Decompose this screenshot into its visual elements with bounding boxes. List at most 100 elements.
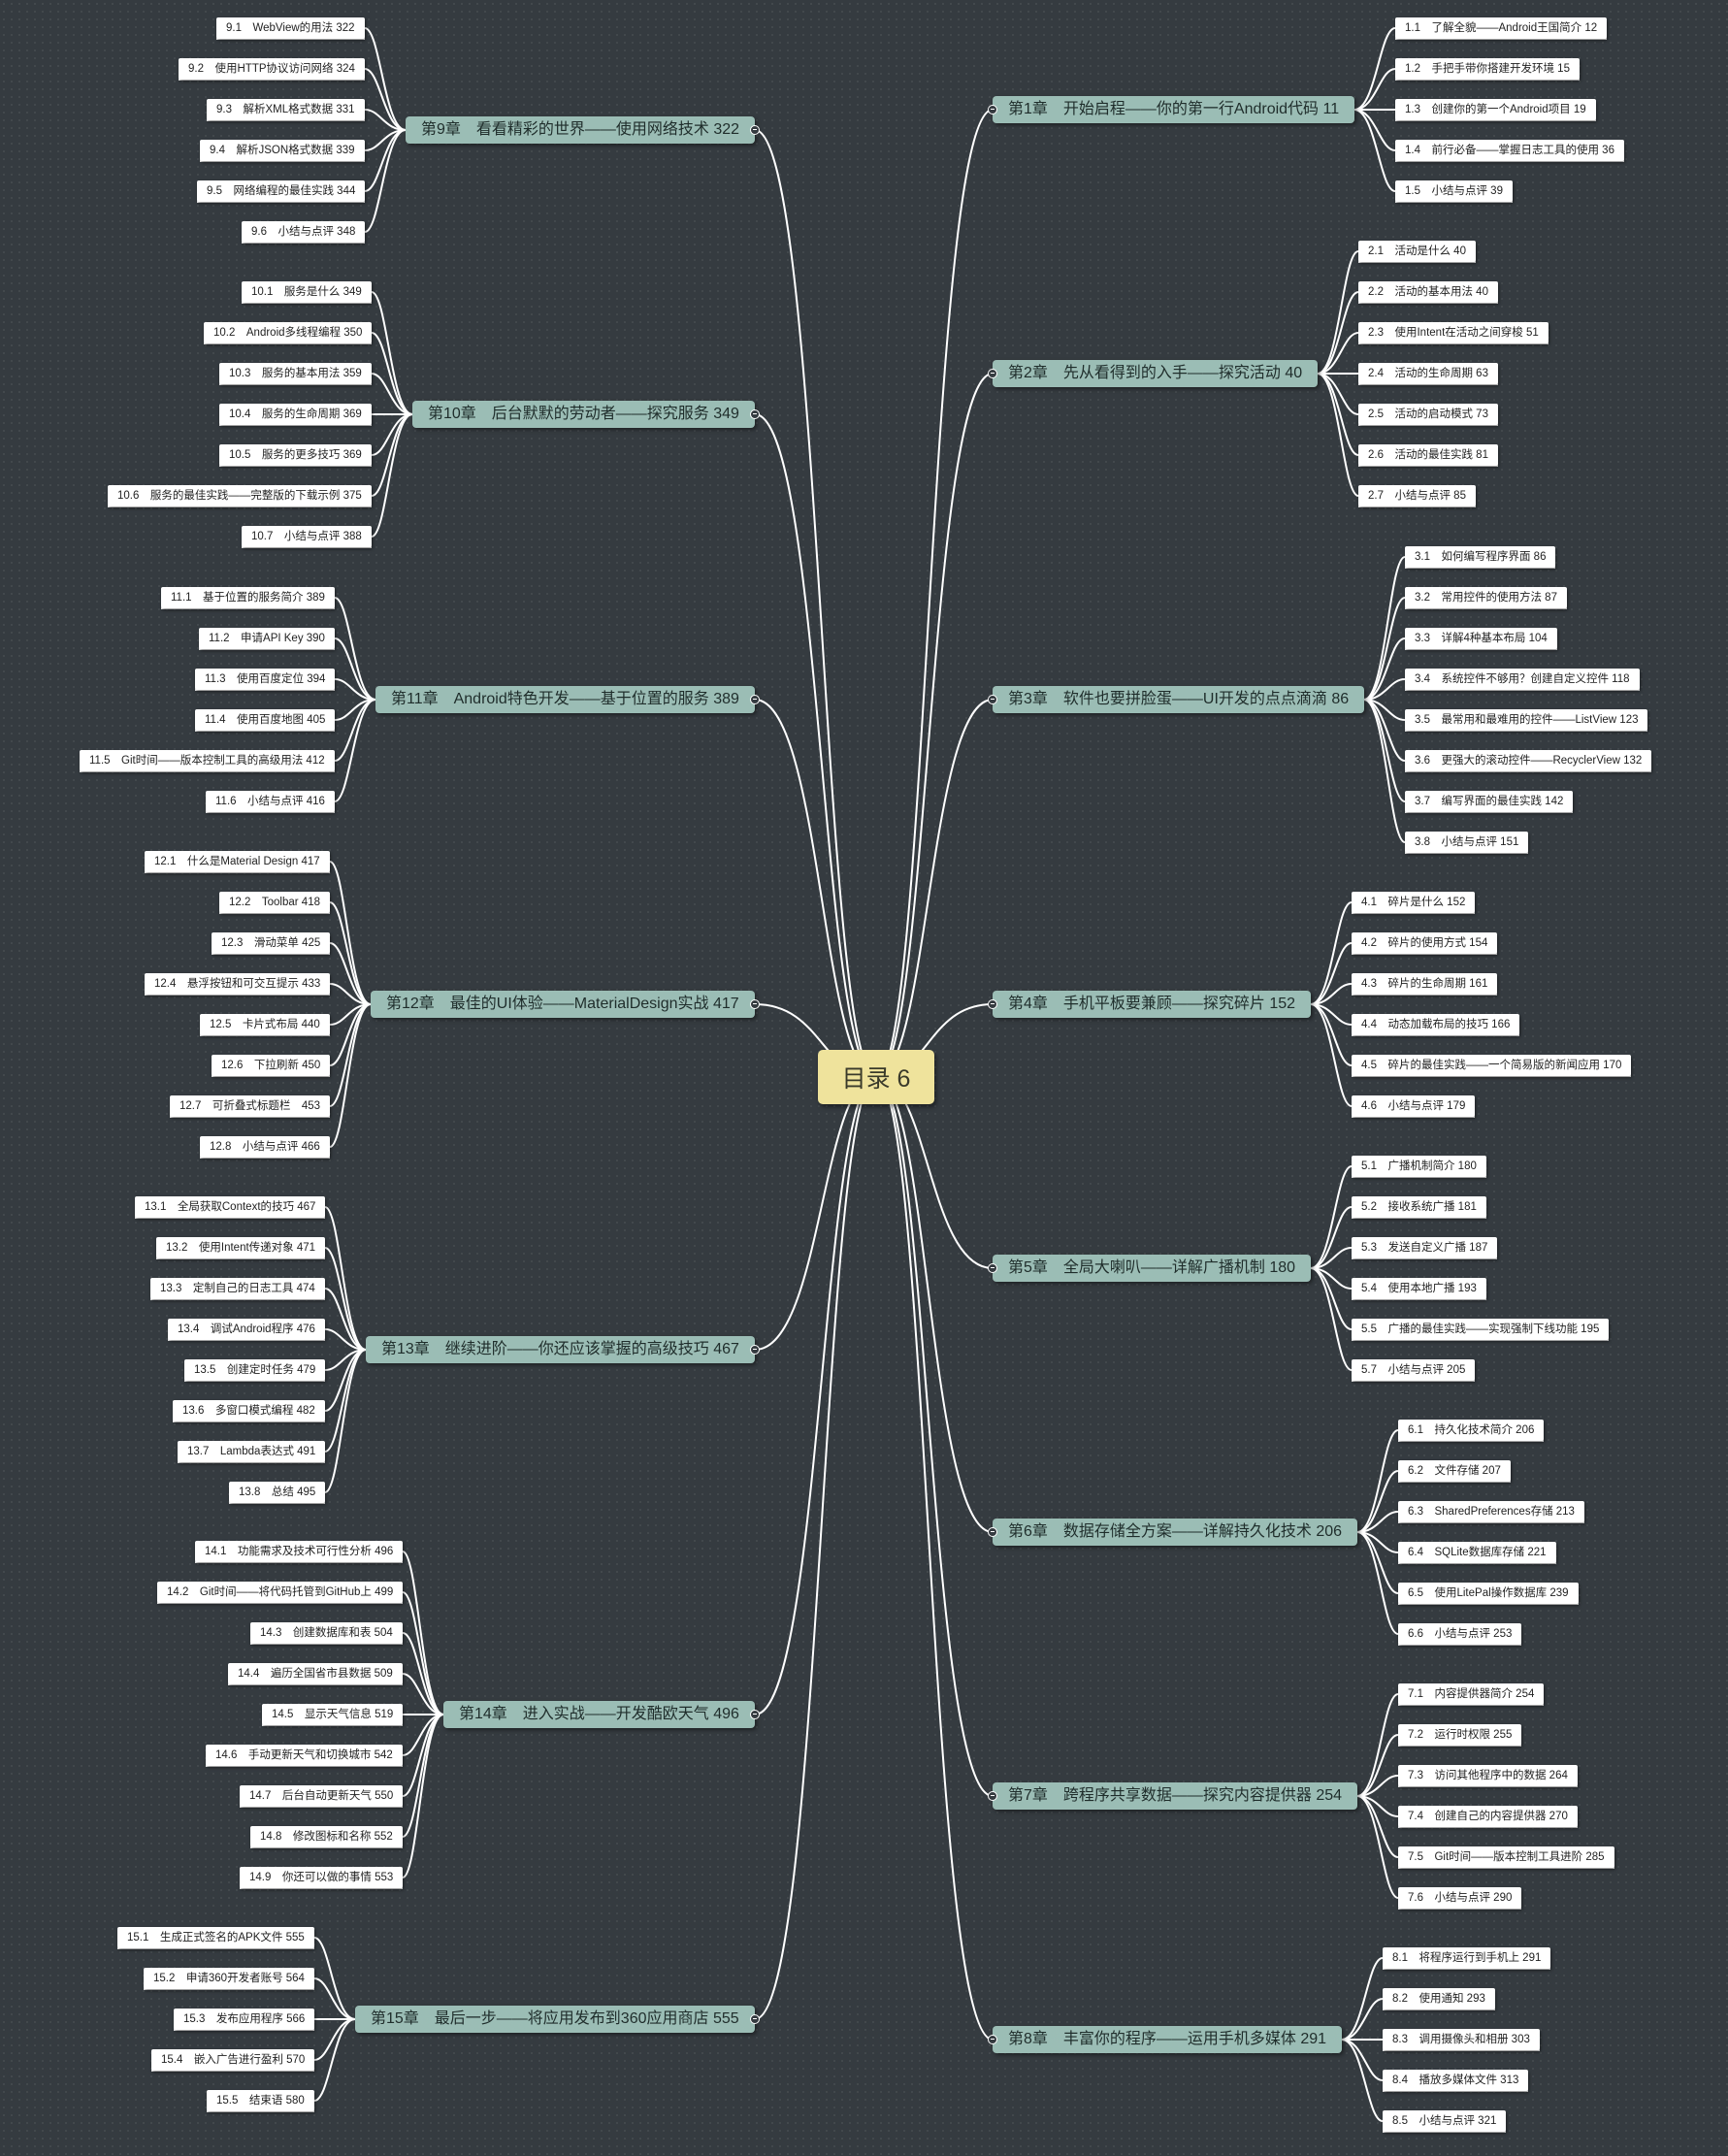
- topic-item[interactable]: 6.4 SQLite数据库存储 221: [1398, 1542, 1556, 1563]
- collapse-toggle-icon[interactable]: [750, 999, 760, 1009]
- topic-item[interactable]: 4.4 动态加载布局的技巧 166: [1352, 1014, 1520, 1035]
- topic-item[interactable]: 11.3 使用百度定位 394: [195, 669, 336, 690]
- topic-item[interactable]: 5.4 使用本地广播 193: [1352, 1278, 1486, 1299]
- topic-item[interactable]: 13.5 创建定时任务 479: [184, 1359, 326, 1381]
- topic-item[interactable]: 12.8 小结与点评 466: [200, 1136, 330, 1158]
- chapter-left-4[interactable]: 第12章 最佳的UI体验——MaterialDesign实战 417: [371, 991, 755, 1018]
- topic-item[interactable]: 9.3 解析XML格式数据 331: [207, 99, 365, 120]
- chapter-right-7[interactable]: 第7章 跨程序共享数据——探究内容提供器 254: [993, 1782, 1358, 1810]
- topic-item[interactable]: 8.1 将程序运行到手机上 291: [1383, 1947, 1551, 1969]
- topic-item[interactable]: 13.1 全局获取Context的技巧 467: [135, 1196, 326, 1218]
- topic-item[interactable]: 15.1 生成正式签名的APK文件 555: [117, 1927, 314, 1948]
- topic-item[interactable]: 3.2 常用控件的使用方法 87: [1405, 587, 1567, 608]
- topic-item[interactable]: 9.5 网络编程的最佳实践 344: [197, 180, 366, 202]
- topic-item[interactable]: 13.2 使用Intent传递对象 471: [156, 1237, 326, 1258]
- collapse-toggle-icon[interactable]: [750, 409, 760, 419]
- topic-item[interactable]: 12.1 什么是Material Design 417: [145, 851, 330, 872]
- topic-item[interactable]: 4.5 碎片的最佳实践——一个简易版的新闻应用 170: [1352, 1055, 1632, 1076]
- collapse-toggle-icon[interactable]: [988, 695, 997, 704]
- collapse-toggle-icon[interactable]: [988, 999, 997, 1009]
- chapter-left-2[interactable]: 第10章 后台默默的劳动者——探究服务 349: [412, 401, 755, 428]
- topic-item[interactable]: 4.1 碎片是什么 152: [1352, 892, 1476, 913]
- topic-item[interactable]: 4.6 小结与点评 179: [1352, 1095, 1476, 1117]
- topic-item[interactable]: 13.8 总结 495: [229, 1482, 326, 1503]
- collapse-toggle-icon[interactable]: [750, 1710, 760, 1719]
- topic-item[interactable]: 14.1 功能需求及技术可行性分析 496: [195, 1541, 404, 1562]
- topic-item[interactable]: 10.6 服务的最佳实践——完整版的下载示例 375: [108, 485, 372, 506]
- chapter-right-4[interactable]: 第4章 手机平板要兼顾——探究碎片 152: [993, 991, 1312, 1018]
- topic-item[interactable]: 6.5 使用LitePal操作数据库 239: [1398, 1583, 1579, 1604]
- topic-item[interactable]: 13.4 调试Android程序 476: [168, 1319, 325, 1340]
- topic-item[interactable]: 10.7 小结与点评 388: [242, 526, 372, 547]
- topic-item[interactable]: 9.1 WebView的用法 322: [216, 17, 365, 39]
- topic-item[interactable]: 11.2 申请API Key 390: [199, 628, 335, 649]
- topic-item[interactable]: 15.3 发布应用程序 566: [174, 2009, 315, 2030]
- topic-item[interactable]: 1.5 小结与点评 39: [1395, 180, 1513, 202]
- chapter-left-6[interactable]: 第14章 进入实战——开发酷欧天气 496: [443, 1701, 755, 1728]
- collapse-toggle-icon[interactable]: [750, 695, 760, 704]
- topic-item[interactable]: 14.7 后台自动更新天气 550: [240, 1785, 404, 1807]
- topic-item[interactable]: 12.4 悬浮按钮和可交互提示 433: [145, 973, 331, 995]
- topic-item[interactable]: 3.4 系统控件不够用？创建自定义控件 118: [1405, 669, 1640, 690]
- topic-item[interactable]: 5.5 广播的最佳实践——实现强制下线功能 195: [1352, 1319, 1610, 1340]
- topic-item[interactable]: 6.2 文件存储 207: [1398, 1460, 1511, 1482]
- chapter-right-3[interactable]: 第3章 软件也要拼脸蛋——UI开发的点点滴滴 86: [993, 686, 1365, 713]
- topic-item[interactable]: 8.4 播放多媒体文件 313: [1383, 2070, 1529, 2091]
- topic-item[interactable]: 1.4 前行必备——掌握日志工具的使用 36: [1395, 140, 1624, 161]
- chapter-left-3[interactable]: 第11章 Android特色开发——基于位置的服务 389: [375, 686, 755, 713]
- topic-item[interactable]: 5.7 小结与点评 205: [1352, 1359, 1476, 1381]
- topic-item[interactable]: 9.6 小结与点评 348: [242, 221, 366, 243]
- collapse-toggle-icon[interactable]: [988, 105, 997, 114]
- topic-item[interactable]: 9.2 使用HTTP协议访问网络 324: [179, 58, 365, 80]
- topic-item[interactable]: 5.2 接收系统广播 181: [1352, 1196, 1486, 1218]
- topic-item[interactable]: 8.2 使用通知 293: [1383, 1988, 1495, 2009]
- topic-item[interactable]: 5.3 发送自定义广播 187: [1352, 1237, 1498, 1258]
- topic-item[interactable]: 12.6 下拉刷新 450: [212, 1055, 331, 1076]
- topic-item[interactable]: 2.4 活动的生命周期 63: [1358, 363, 1498, 384]
- topic-item[interactable]: 13.7 Lambda表达式 491: [178, 1441, 326, 1462]
- topic-item[interactable]: 3.7 编写界面的最佳实践 142: [1405, 791, 1574, 812]
- topic-item[interactable]: 10.1 服务是什么 349: [242, 281, 372, 303]
- topic-item[interactable]: 7.3 访问其他程序中的数据 264: [1398, 1765, 1578, 1786]
- topic-item[interactable]: 11.5 Git时间——版本控制工具的高级用法 412: [80, 750, 335, 771]
- topic-item[interactable]: 15.4 嵌入广告进行盈利 570: [151, 2049, 315, 2071]
- chapter-right-6[interactable]: 第6章 数据存储全方案——详解持久化技术 206: [993, 1519, 1358, 1546]
- chapter-left-1[interactable]: 第9章 看看精彩的世界——使用网络技术 322: [406, 116, 756, 144]
- collapse-toggle-icon[interactable]: [750, 125, 760, 135]
- topic-item[interactable]: 12.5 卡片式布局 440: [200, 1014, 330, 1035]
- topic-item[interactable]: 13.3 定制自己的日志工具 474: [150, 1278, 325, 1299]
- topic-item[interactable]: 15.2 申请360开发者账号 564: [144, 1968, 314, 1989]
- topic-item[interactable]: 1.2 手把手带你搭建开发环境 15: [1395, 58, 1580, 80]
- topic-item[interactable]: 13.6 多窗口模式编程 482: [173, 1400, 325, 1421]
- root-topic[interactable]: 目录 6: [818, 1050, 934, 1104]
- chapter-right-8[interactable]: 第8章 丰富你的程序——运用手机多媒体 291: [993, 2026, 1343, 2053]
- topic-item[interactable]: 1.3 创建你的第一个Android项目 19: [1395, 99, 1596, 120]
- topic-item[interactable]: 14.9 你还可以做的事情 553: [240, 1867, 404, 1888]
- collapse-toggle-icon[interactable]: [988, 369, 997, 378]
- chapter-right-5[interactable]: 第5章 全局大喇叭——详解广播机制 180: [993, 1255, 1312, 1282]
- topic-item[interactable]: 14.5 显示天气信息 519: [262, 1704, 404, 1725]
- topic-item[interactable]: 7.1 内容提供器简介 254: [1398, 1683, 1545, 1705]
- topic-item[interactable]: 2.1 活动是什么 40: [1358, 241, 1476, 262]
- topic-item[interactable]: 2.5 活动的启动模式 73: [1358, 404, 1498, 425]
- collapse-toggle-icon[interactable]: [988, 1791, 997, 1801]
- collapse-toggle-icon[interactable]: [988, 1263, 997, 1273]
- topic-item[interactable]: 14.6 手动更新天气和切换城市 542: [206, 1745, 403, 1766]
- topic-item[interactable]: 14.2 Git时间——将代码托管到GitHub上 499: [157, 1582, 404, 1603]
- topic-item[interactable]: 7.4 创建自己的内容提供器 270: [1398, 1806, 1578, 1827]
- collapse-toggle-icon[interactable]: [988, 2035, 997, 2044]
- topic-item[interactable]: 9.4 解析JSON格式数据 339: [200, 140, 365, 161]
- chapter-left-7[interactable]: 第15章 最后一步——将应用发布到360应用商店 555: [355, 2006, 755, 2033]
- topic-item[interactable]: 11.1 基于位置的服务简介 389: [161, 587, 335, 608]
- topic-item[interactable]: 10.4 服务的生命周期 369: [219, 404, 372, 425]
- topic-item[interactable]: 10.5 服务的更多技巧 369: [219, 444, 372, 466]
- topic-item[interactable]: 14.8 修改图标和名称 552: [250, 1826, 403, 1847]
- topic-item[interactable]: 10.2 Android多线程编程 350: [204, 322, 373, 343]
- topic-item[interactable]: 14.4 遍历全国省市县数据 509: [228, 1663, 403, 1684]
- collapse-toggle-icon[interactable]: [988, 1527, 997, 1537]
- collapse-toggle-icon[interactable]: [750, 1345, 760, 1355]
- topic-item[interactable]: 8.5 小结与点评 321: [1383, 2110, 1507, 2132]
- topic-item[interactable]: 7.6 小结与点评 290: [1398, 1887, 1522, 1909]
- topic-item[interactable]: 8.3 调用摄像头和相册 303: [1383, 2029, 1540, 2050]
